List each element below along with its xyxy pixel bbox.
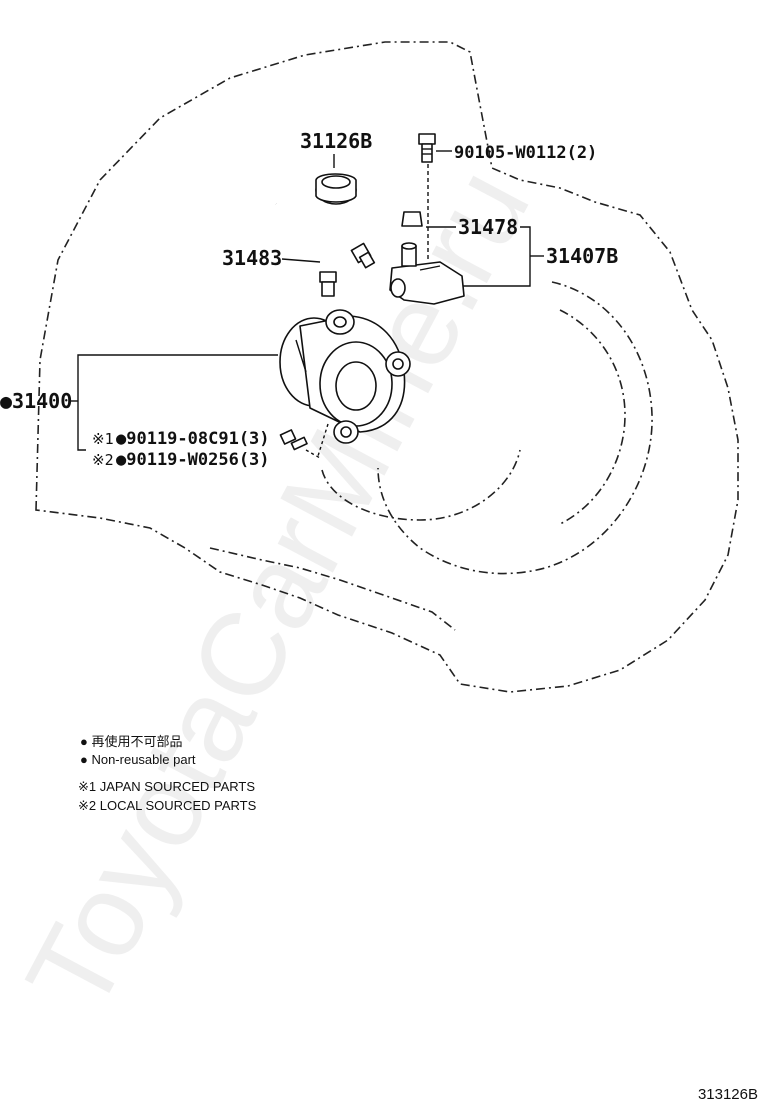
legend-japan-sourced: ※1 JAPAN SOURCED PARTS bbox=[78, 779, 255, 794]
cap-31478[interactable] bbox=[401, 211, 423, 227]
flexible-hose-31483[interactable] bbox=[273, 201, 376, 297]
grommet-31126b[interactable] bbox=[315, 173, 357, 205]
callout-31126b[interactable]: 31126B bbox=[300, 129, 372, 153]
watermark: ToyotaCarMine.ru bbox=[1, 148, 555, 1032]
callout-31478[interactable]: 31478 bbox=[458, 215, 518, 239]
legend-local-sourced: ※2 LOCAL SOURCED PARTS bbox=[78, 798, 257, 813]
diagram-code: 313126B bbox=[698, 1086, 758, 1103]
housing-inner-bore bbox=[377, 281, 653, 575]
callout-31483[interactable]: 31483 bbox=[222, 246, 282, 270]
housing-lower-flange bbox=[209, 547, 456, 631]
callout-90119-08c91-mark: ※1 bbox=[92, 430, 114, 448]
callout-31407b[interactable]: 31407B bbox=[546, 244, 618, 268]
callout-31400[interactable]: ●31400 bbox=[0, 389, 72, 413]
callout-90119-08c91[interactable]: ●90119-08C91(3) bbox=[116, 429, 270, 449]
legend-non-reusable-jp: ● 再使用不可部品 bbox=[80, 734, 182, 749]
callout-90119-w0256-mark: ※2 bbox=[92, 451, 114, 469]
legend: ● 再使用不可部品 ● Non-reusable part ※1 JAPAN S… bbox=[78, 734, 257, 813]
legend-non-reusable-en: ● Non-reusable part bbox=[80, 752, 196, 767]
housing-mount-contour bbox=[557, 309, 626, 526]
clutch-release-cylinder-31400[interactable] bbox=[279, 309, 411, 444]
callout-90105-w0112[interactable]: 90105-W0112(2) bbox=[454, 143, 597, 163]
callout-90119-w0256[interactable]: ●90119-W0256(3) bbox=[116, 450, 270, 470]
bolt-90105-w0112[interactable] bbox=[418, 133, 436, 163]
release-tube-union-31407b[interactable] bbox=[389, 242, 465, 305]
bolt-90119[interactable] bbox=[279, 429, 308, 451]
transmission-housing-outline bbox=[35, 41, 739, 693]
housing-inner-ring bbox=[321, 449, 521, 521]
